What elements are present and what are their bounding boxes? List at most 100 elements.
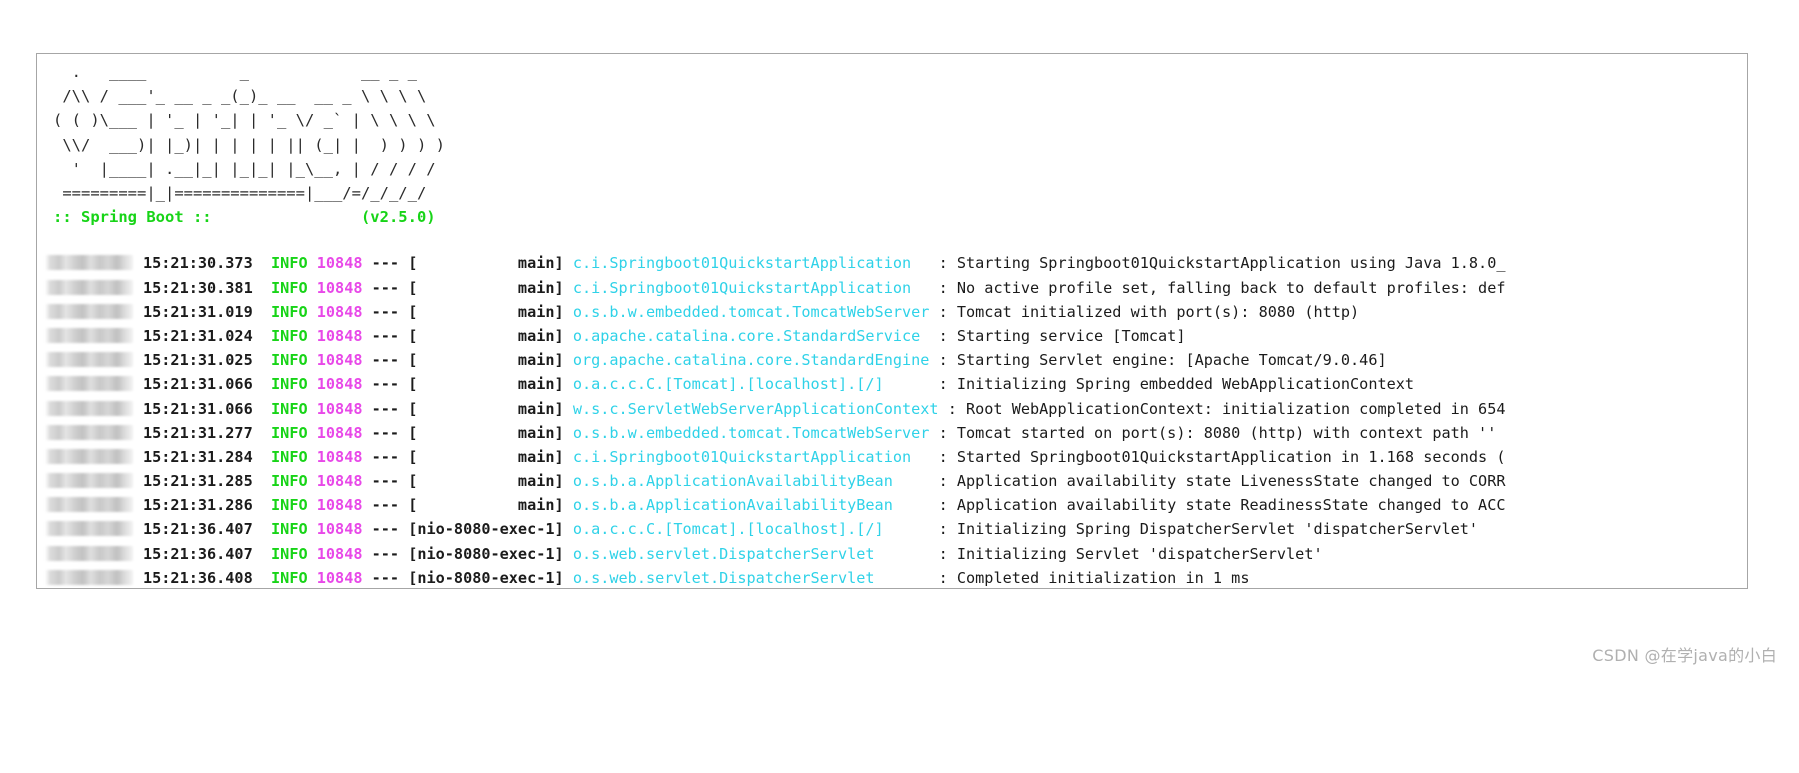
log-gap (308, 279, 317, 297)
log-pid: 10848 (316, 544, 363, 563)
log-gap (308, 520, 317, 538)
log-logger: o.s.b.w.embedded.tomcat.TomcatWebServer (572, 302, 930, 321)
log-message: : Initializing Servlet 'dispatcherServle… (938, 544, 1323, 563)
log-gap (564, 327, 573, 345)
log-gap (308, 448, 317, 466)
log-gap (564, 545, 573, 563)
log-gap (308, 303, 317, 321)
log-timestamp: 15:21:31.066 (143, 399, 253, 418)
log-thread: [ main] (408, 278, 564, 297)
log-timestamp: 15:21:31.025 (143, 351, 253, 370)
log-thread: [nio-8080-exec-1] (408, 520, 564, 539)
log-pid: 10848 (316, 326, 363, 345)
log-logger: o.s.web.servlet.DispatcherServlet (572, 568, 930, 587)
redacted-date-field (45, 400, 133, 416)
log-separator: --- (362, 326, 409, 345)
log-gap (253, 254, 271, 272)
log-gap (564, 424, 573, 442)
log-gap (564, 400, 573, 418)
log-logger: c.i.Springboot01QuickstartApplication (572, 254, 930, 273)
log-pid: 10848 (316, 254, 363, 273)
log-gap (929, 496, 938, 514)
console-output-area[interactable]: . ____ _ __ _ _ /\\ / ___'_ __ _ _(_)_ _… (37, 54, 1747, 588)
csdn-watermark: CSDN @在学java的小白 (1592, 646, 1777, 665)
log-separator: --- (362, 496, 409, 515)
log-level: INFO (271, 472, 308, 491)
log-gap (253, 424, 271, 442)
log-thread: [ main] (408, 375, 564, 394)
log-gap (253, 472, 271, 490)
log-separator: --- (362, 472, 409, 491)
log-logger: o.s.web.servlet.DispatcherServlet (572, 544, 930, 563)
log-timestamp: 15:21:31.024 (143, 326, 253, 345)
log-gap (929, 327, 938, 345)
log-message: : Tomcat started on port(s): 8080 (http)… (938, 423, 1497, 442)
log-gap (929, 569, 938, 587)
log-level: INFO (271, 544, 308, 563)
log-gap (929, 303, 938, 321)
log-message: : Tomcat initialized with port(s): 8080 … (938, 302, 1360, 321)
log-gap (308, 496, 317, 514)
log-level: INFO (271, 496, 308, 515)
log-gap (929, 254, 938, 272)
log-gap (253, 545, 271, 563)
log-pid: 10848 (316, 472, 363, 491)
log-gap (564, 254, 573, 272)
log-separator: --- (362, 399, 409, 418)
log-gap (308, 375, 317, 393)
log-line: 15:21:36.407 INFO 10848 --- [nio-8080-ex… (37, 542, 1747, 566)
log-message: : Application availability state Readine… (938, 496, 1506, 515)
log-level: INFO (271, 399, 308, 418)
log-separator: --- (362, 520, 409, 539)
log-level: INFO (271, 520, 308, 539)
log-timestamp: 15:21:31.285 (143, 472, 253, 491)
log-gap (929, 424, 938, 442)
log-timestamp: 15:21:31.286 (143, 496, 253, 515)
log-message: : No active profile set, falling back to… (938, 278, 1506, 297)
log-gap (929, 520, 938, 538)
redacted-date-field (45, 424, 133, 440)
log-separator: --- (362, 375, 409, 394)
log-line: 15:21:31.284 INFO 10848 --- [ main] c.i.… (37, 445, 1747, 469)
log-gap (564, 472, 573, 490)
log-gap (308, 327, 317, 345)
log-gap (308, 351, 317, 369)
log-separator: --- (362, 302, 409, 321)
log-separator: --- (362, 254, 409, 273)
log-thread: [ main] (408, 399, 564, 418)
log-thread: [ main] (408, 351, 564, 370)
log-logger: o.s.b.w.embedded.tomcat.TomcatWebServer (572, 423, 930, 442)
redacted-date-field (45, 376, 133, 392)
log-logger: o.s.b.a.ApplicationAvailabilityBean (572, 496, 930, 515)
log-gap (253, 303, 271, 321)
log-gap (253, 520, 271, 538)
redacted-date-field (45, 303, 133, 319)
log-line: 15:21:31.277 INFO 10848 --- [ main] o.s.… (37, 421, 1747, 445)
log-gap (564, 303, 573, 321)
log-line: 15:21:36.407 INFO 10848 --- [nio-8080-ex… (37, 517, 1747, 541)
spring-boot-product-label: :: Spring Boot :: (53, 208, 212, 227)
log-gap (253, 279, 271, 297)
log-logger: o.a.c.c.C.[Tomcat].[localhost].[/] (572, 520, 930, 539)
log-level: INFO (271, 568, 308, 587)
log-gap (253, 375, 271, 393)
console-window[interactable]: . ____ _ __ _ _ /\\ / ___'_ __ _ _(_)_ _… (36, 53, 1748, 589)
log-lines-container[interactable]: 15:21:30.373 INFO 10848 --- [ main] c.i.… (37, 251, 1747, 588)
redacted-date-field (45, 327, 133, 343)
redacted-date-field (45, 545, 133, 561)
log-message: : Initializing Spring DispatcherServlet … (938, 520, 1479, 539)
log-separator: --- (362, 351, 409, 370)
log-thread: [ main] (408, 447, 564, 466)
log-thread: [nio-8080-exec-1] (408, 568, 564, 587)
log-line: 15:21:31.285 INFO 10848 --- [ main] o.s.… (37, 469, 1747, 493)
redacted-date-field (45, 448, 133, 464)
log-timestamp: 15:21:36.408 (143, 568, 253, 587)
log-timestamp: 15:21:31.019 (143, 302, 253, 321)
log-gap (564, 448, 573, 466)
log-separator: --- (362, 447, 409, 466)
log-gap (308, 400, 317, 418)
log-gap (929, 472, 938, 490)
log-pid: 10848 (316, 520, 363, 539)
log-timestamp: 15:21:30.373 (143, 254, 253, 273)
log-timestamp: 15:21:31.277 (143, 423, 253, 442)
